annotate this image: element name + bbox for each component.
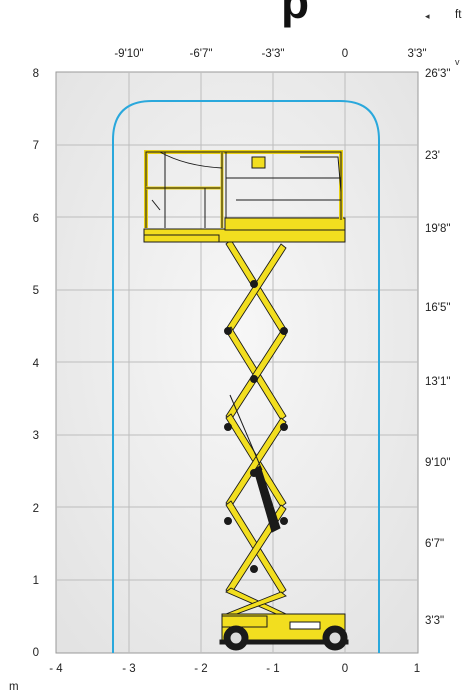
meters-unit-label: m bbox=[9, 681, 19, 693]
left-arrow-mark: ◂ bbox=[425, 11, 430, 21]
left-m-tick: 8 bbox=[33, 68, 39, 80]
top-ft-tick: -9'10" bbox=[114, 48, 143, 60]
right-ft-tick: 26'3" bbox=[425, 68, 450, 80]
pivot-pins bbox=[224, 280, 288, 573]
right-ft-tick: 9'10" bbox=[425, 457, 450, 469]
left-meters-axis: 8 7 6 5 4 3 2 1 0 bbox=[33, 68, 40, 659]
bottom-meters-axis: - 4 - 3 - 2 - 1 0 1 bbox=[49, 663, 420, 675]
right-ft-tick: 13'1" bbox=[425, 376, 450, 388]
top-ft-tick: 3'3" bbox=[407, 48, 426, 60]
top-ft-tick: -3'3" bbox=[262, 48, 285, 60]
top-ft-tick: -6'7" bbox=[190, 48, 213, 60]
left-m-tick: 2 bbox=[33, 503, 39, 515]
right-feet-axis: 26'3" 23' 19'8" 16'5" 13'1" 9'10" 6'7" 3… bbox=[425, 68, 450, 627]
left-m-tick: 5 bbox=[33, 285, 39, 297]
bottom-m-tick: 0 bbox=[342, 663, 348, 675]
left-m-tick: 0 bbox=[33, 647, 39, 659]
bottom-m-tick: 1 bbox=[414, 663, 420, 675]
left-m-tick: 7 bbox=[33, 140, 39, 152]
bottom-m-tick: - 3 bbox=[122, 663, 135, 675]
working-envelope bbox=[112, 100, 380, 653]
bottom-m-tick: - 2 bbox=[194, 663, 207, 675]
top-feet-axis: -9'10" -6'7" -3'3" 0 3'3" bbox=[114, 48, 426, 60]
feet-unit-label: ft bbox=[455, 9, 462, 21]
bottom-m-tick: - 4 bbox=[49, 663, 63, 675]
right-ft-tick: 16'5" bbox=[425, 302, 450, 314]
right-ft-tick: 19'8" bbox=[425, 223, 450, 235]
top-ft-tick: 0 bbox=[342, 48, 348, 60]
left-m-tick: 4 bbox=[33, 358, 40, 370]
left-m-tick: 6 bbox=[33, 213, 39, 225]
wheels bbox=[223, 625, 348, 651]
left-m-tick: 1 bbox=[33, 575, 39, 587]
right-ft-tick: 6'7" bbox=[425, 538, 444, 550]
right-ft-tick: 23' bbox=[425, 150, 440, 162]
title-fragment: p bbox=[281, 0, 309, 28]
bottom-m-tick: - 1 bbox=[266, 663, 279, 675]
guard-rails bbox=[144, 150, 343, 228]
scissor-lift bbox=[143, 150, 349, 651]
right-ft-tick: 3'3" bbox=[425, 615, 444, 627]
hydraulic-cylinder bbox=[253, 465, 281, 533]
down-arrow-mark: v bbox=[455, 57, 460, 67]
left-m-tick: 3 bbox=[33, 430, 39, 442]
